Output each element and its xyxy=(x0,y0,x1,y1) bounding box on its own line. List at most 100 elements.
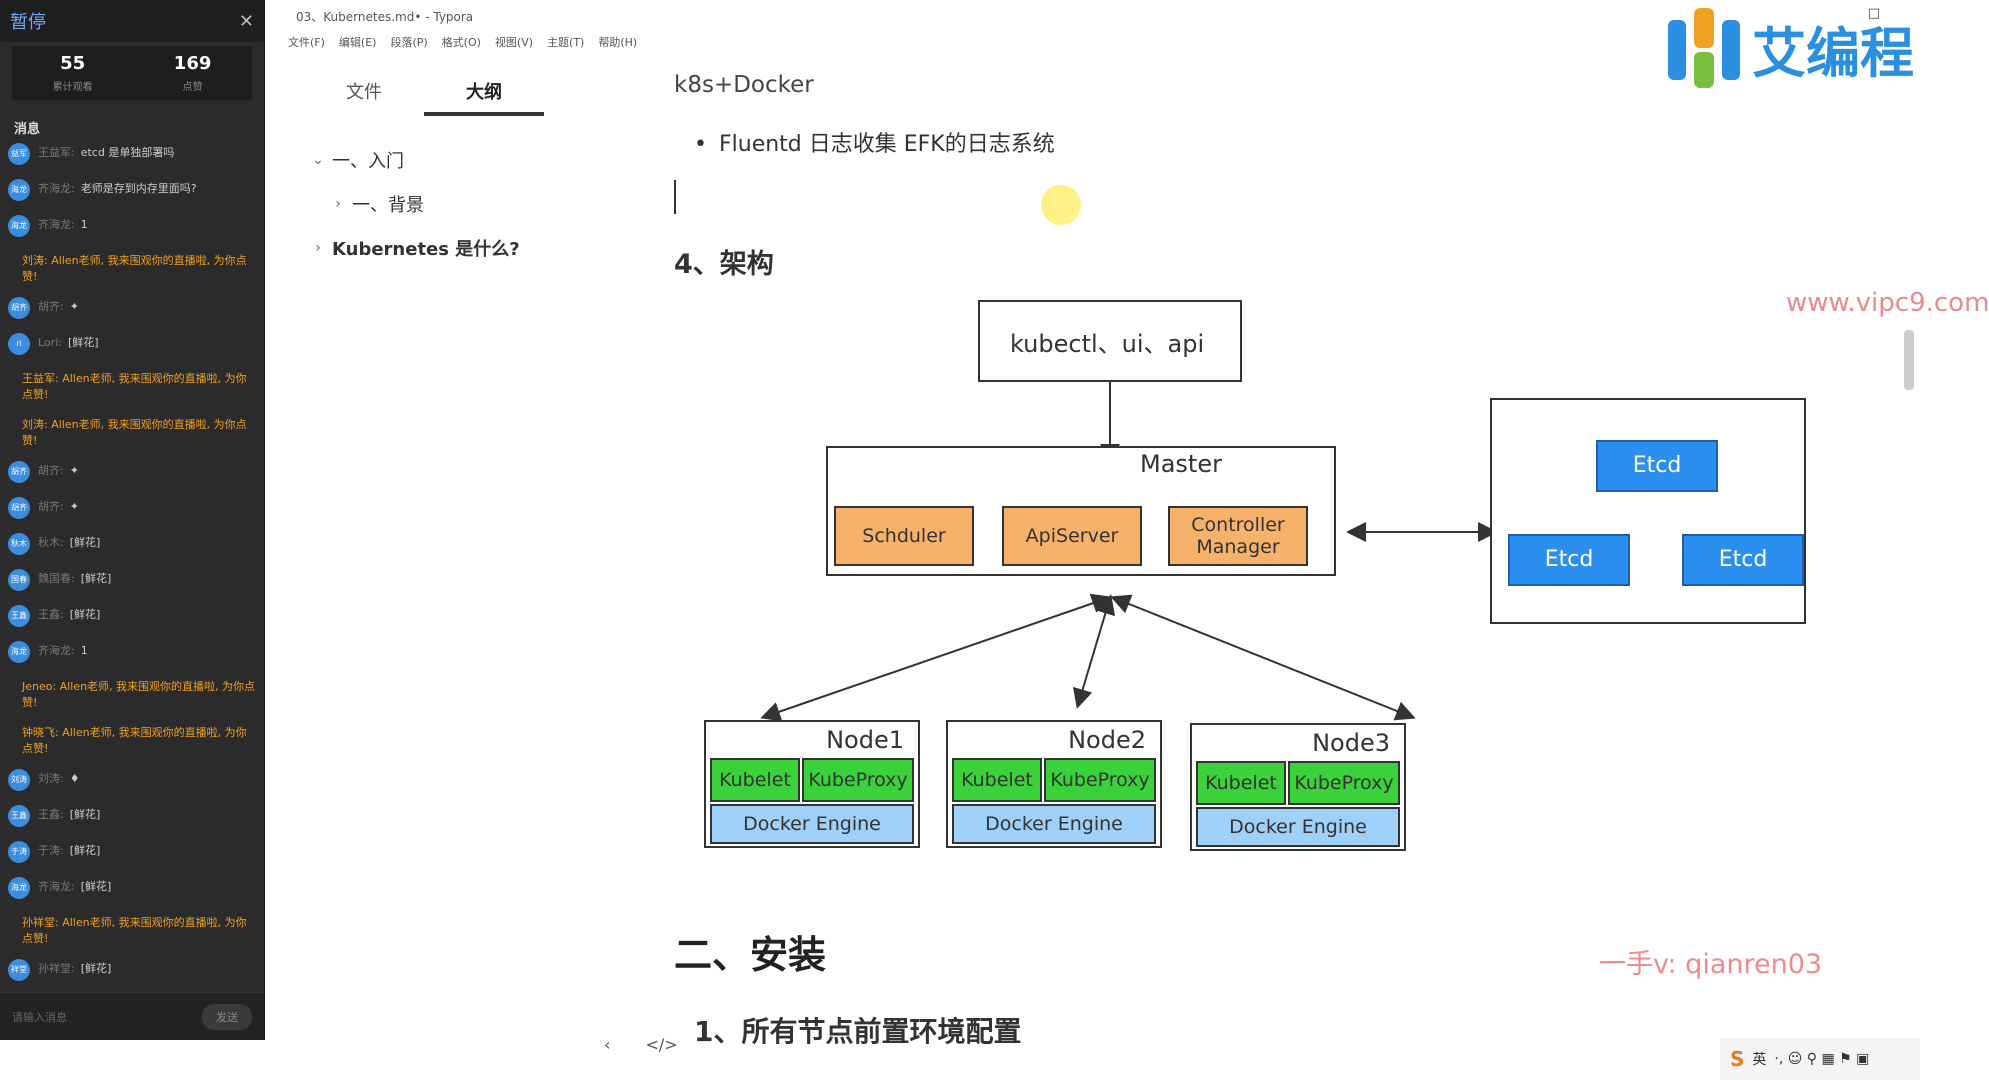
message-list[interactable]: 益军 王益军: etcd 是单独部署吗海龙 齐海龙: 老师是存到内存里面吗?海龙… xyxy=(0,143,264,983)
tray-icons[interactable]: ·, ☺ ⚲ ▦ ⚑ ▣ xyxy=(1774,1051,1870,1067)
message-author: 于涛: xyxy=(38,844,64,857)
message-text: [鲜花] xyxy=(80,880,112,893)
chat-message: 胡齐 胡齐: ✦ xyxy=(8,497,256,521)
avatar: 王鑫 xyxy=(8,605,30,627)
typora-window: 03、Kubernetes.md• - Typora 文件(F) 编辑(E) 段落(… xyxy=(284,0,1989,1080)
avatar: 胡齐 xyxy=(8,297,30,319)
maximize-icon[interactable]: □ xyxy=(1867,6,1880,21)
menu-item[interactable]: 格式(O) xyxy=(441,36,481,49)
logo-text: 艾编程 xyxy=(1752,21,1914,85)
views-label: 累计观看 xyxy=(52,82,93,93)
message-text: ♦ xyxy=(69,772,80,785)
avatar: 海龙 xyxy=(8,641,30,663)
source-code-icon[interactable]: </> xyxy=(645,1035,678,1054)
menu-item[interactable]: 编辑(E) xyxy=(338,36,377,49)
chat-message: 秋木 秋木: [鲜花] xyxy=(8,533,256,557)
menu-item[interactable]: 视图(V) xyxy=(494,36,534,49)
outline-tree: ⌄ 一、入门› 一、背景› Kubernetes 是什么? xyxy=(284,138,574,270)
chat-message: 海龙 齐海龙: [鲜花] xyxy=(8,877,256,901)
menu-item[interactable]: 段落(P) xyxy=(390,36,428,49)
worker-node-box: Node1 Kubelet KubeProxy Docker Engine xyxy=(704,720,920,848)
message-text: 钟晓飞: Allen老师, 我来围观你的直播啦, 为你点赞! xyxy=(22,726,247,755)
message-author: 胡齐: xyxy=(38,464,64,477)
system-tray: S 英 ·, ☺ ⚲ ▦ ⚑ ▣ xyxy=(1720,1038,1920,1080)
message-text: 孙祥堂: Allen老师, 我来围观你的直播啦, 为你点赞! xyxy=(22,916,247,945)
stat-views: 55 累计观看 xyxy=(53,53,93,93)
message-text: ✦ xyxy=(69,464,79,477)
message-author: 王鑫: xyxy=(38,808,64,821)
chevron-icon[interactable]: ⌄ xyxy=(312,152,324,168)
chat-message: 海龙 齐海龙: 1 xyxy=(8,215,256,239)
message-input[interactable]: 请输入消息 xyxy=(12,1010,67,1024)
avatar: 胡齐 xyxy=(8,497,30,519)
message-text: Jeneo: Allen老师, 我来围观你的直播啦, 为你点赞! xyxy=(22,680,256,709)
message-text: [鲜花] xyxy=(69,608,101,621)
outline-label: Kubernetes 是什么? xyxy=(332,239,520,260)
etcd-node-left: Etcd xyxy=(1508,534,1630,586)
close-icon[interactable]: ✕ xyxy=(238,10,254,32)
message-author: 胡齐: xyxy=(38,500,64,513)
master-box: Master Schduler ApiServer Controller Man… xyxy=(826,446,1336,576)
outline-item[interactable]: › Kubernetes 是什么? xyxy=(284,226,574,270)
stream-status[interactable]: 暂停 xyxy=(10,12,46,33)
back-icon[interactable]: ‹ xyxy=(604,1035,611,1054)
kubelet-component: Kubelet xyxy=(952,758,1042,802)
watermark-contact: 一手v: qianren03 xyxy=(1599,949,1823,980)
text-caret xyxy=(674,180,676,214)
arrow-master-node2 xyxy=(1073,594,1115,709)
views-count: 55 xyxy=(60,53,86,74)
chat-message: 海龙 齐海龙: 老师是存到内存里面吗? xyxy=(8,179,256,203)
outline-label: 一、背景 xyxy=(352,195,424,216)
avatar: 海龙 xyxy=(8,877,30,899)
heading-partial: 1、所有节点前置环境配置 xyxy=(694,1015,1022,1048)
kubeproxy-component: KubeProxy xyxy=(1288,761,1400,805)
window-title: 03、Kubernetes.md• - Typora xyxy=(296,10,474,24)
chat-message: 孙祥堂: Allen老师, 我来围观你的直播啦, 为你点赞! xyxy=(8,915,256,947)
avatar: 国春 xyxy=(8,569,30,591)
chat-message: 刘涛: Allen老师, 我来围观你的直播啦, 为你点赞! xyxy=(8,417,256,449)
chat-input-bar: 请输入消息 发送 xyxy=(0,992,264,1040)
menu-bar: 文件(F) 编辑(E) 段落(P) 格式(O) 视图(V) 主题(T) 帮助(H) xyxy=(288,34,651,50)
likes-count: 169 xyxy=(173,53,212,74)
message-author: 秋木: xyxy=(38,536,64,549)
message-author: 齐海龙: xyxy=(38,644,75,657)
brand-logo: 艾编程 xyxy=(1668,8,1914,88)
bullet-item: Fluentd 日志收集 EFK的日志系统 xyxy=(694,126,1055,158)
avatar: 刘涛 xyxy=(8,769,30,791)
message-text: [鲜花] xyxy=(80,572,112,585)
message-author: 刘涛: xyxy=(38,772,64,785)
message-text: [鲜花] xyxy=(69,808,101,821)
menu-item[interactable]: 主题(T) xyxy=(547,36,585,49)
tab-files[interactable]: 文件 xyxy=(346,82,382,103)
ime-lang[interactable]: 英 xyxy=(1752,1052,1767,1068)
node-label: Node2 xyxy=(1068,726,1146,754)
chat-message: 于涛 于涛: [鲜花] xyxy=(8,841,256,865)
kubelet-component: Kubelet xyxy=(710,758,800,802)
scrollbar-thumb[interactable] xyxy=(1904,330,1914,390)
chat-message: Jeneo: Allen老师, 我来围观你的直播啦, 为你点赞! xyxy=(8,679,256,711)
scheduler-component: Schduler xyxy=(834,506,974,566)
etcd-node-right: Etcd xyxy=(1682,534,1804,586)
chevron-icon[interactable]: › xyxy=(335,196,341,212)
chevron-icon[interactable]: › xyxy=(315,240,321,256)
stat-likes: 169 点赞 xyxy=(174,53,212,93)
message-text: 1 xyxy=(80,644,88,657)
tab-outline[interactable]: 大纲 xyxy=(424,78,544,116)
watermark-url: www.vipc9.com xyxy=(1786,288,1989,318)
message-text: 王益军: Allen老师, 我来围观你的直播啦, 为你点赞! xyxy=(22,372,247,401)
worker-node-box: Node2 Kubelet KubeProxy Docker Engine xyxy=(946,720,1162,848)
menu-item[interactable]: 文件(F) xyxy=(288,36,325,49)
menu-item[interactable]: 帮助(H) xyxy=(598,36,638,49)
send-button[interactable]: 发送 xyxy=(202,1003,252,1030)
node-label: Node3 xyxy=(1312,729,1390,757)
avatar: 海龙 xyxy=(8,215,30,237)
cursor-highlight xyxy=(1041,185,1081,225)
outline-item[interactable]: › 一、背景 xyxy=(284,182,574,226)
chat-message: 海龙 齐海龙: 1 xyxy=(8,641,256,665)
ime-icon[interactable]: S xyxy=(1730,1047,1745,1071)
etcd-cluster-box: Etcd Etcd Etcd xyxy=(1490,398,1806,624)
outline-item[interactable]: ⌄ 一、入门 xyxy=(284,138,574,182)
message-author: 孙祥堂: xyxy=(38,962,75,975)
chat-message: 刘涛 刘涛: ♦ xyxy=(8,769,256,793)
message-author: 王鑫: xyxy=(38,608,64,621)
